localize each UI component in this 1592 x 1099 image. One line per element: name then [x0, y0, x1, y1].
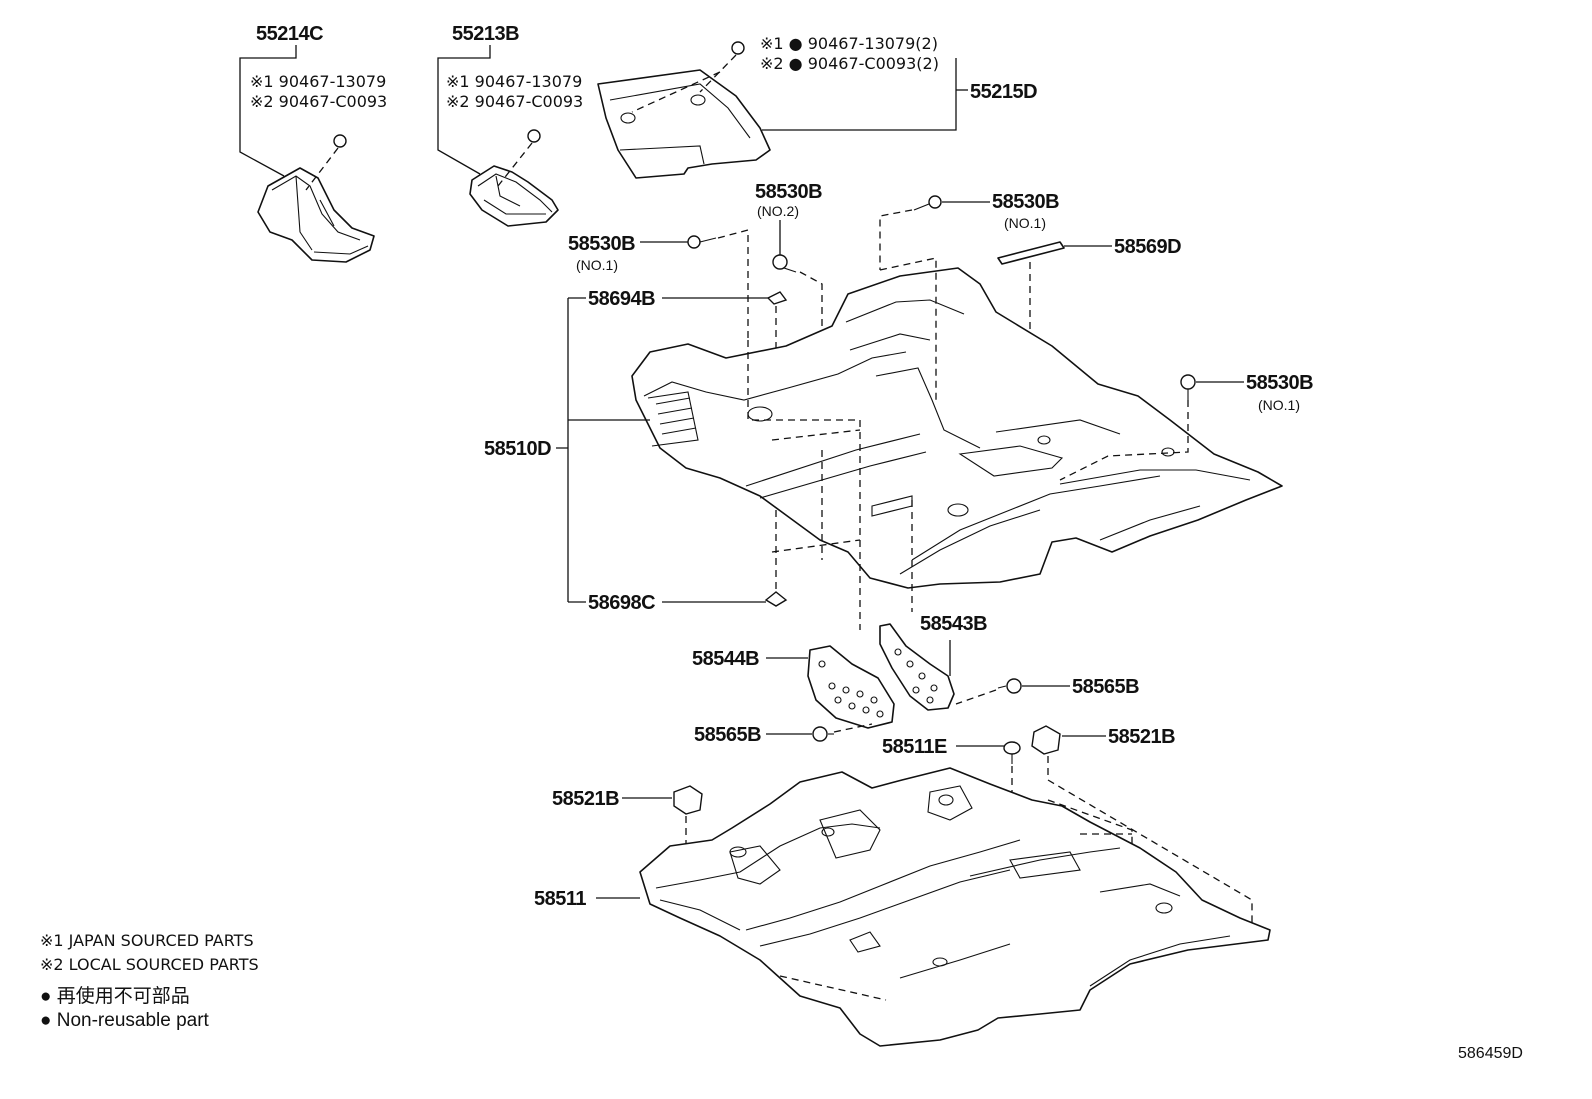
label-55215D: 55215D	[970, 81, 1037, 103]
clip-58565B-right	[997, 678, 1022, 694]
legend-local-sourced: ※2 LOCAL SOURCED PARTS	[40, 955, 259, 974]
label-58544B: 58544B	[692, 648, 759, 670]
sublabel-no2: (NO.2)	[757, 203, 799, 219]
label-55214C: 55214C	[256, 23, 323, 45]
label-58698C: 58698C	[588, 592, 655, 614]
part-55214C-cover	[257, 167, 375, 263]
clip-label-55215D-1: ※1 ● 90467-13079(2)	[760, 34, 938, 53]
label-58510D: 58510D	[484, 438, 551, 460]
label-58530B-no1-top: 58530B	[992, 191, 1059, 213]
clip-icon	[333, 134, 347, 148]
clip-label-55215D-2: ※2 ● 90467-C0093(2)	[760, 54, 939, 73]
sublabel-no1-right: (NO.1)	[1258, 397, 1300, 413]
diagram-reference-code: 586459D	[1458, 1045, 1523, 1062]
label-58543B: 58543B	[920, 613, 987, 635]
legend-japan-sourced: ※1 JAPAN SOURCED PARTS	[40, 931, 254, 950]
clip-58521B-right	[1031, 725, 1061, 755]
screw-58530B-no1-right	[1180, 374, 1196, 400]
fastener-58698C	[764, 591, 788, 607]
legend-nonreusable-jp: ● 再使用不可部品	[40, 985, 190, 1007]
label-58511E: 58511E	[882, 736, 947, 758]
label-58694B: 58694B	[588, 288, 655, 310]
part-58511-carpet	[639, 767, 1271, 1047]
label-58521B-left: 58521B	[552, 788, 619, 810]
clip-icon	[731, 41, 745, 55]
clip-icon	[527, 129, 541, 143]
label-58530B-no1-right: 58530B	[1246, 372, 1313, 394]
label-58565B-right: 58565B	[1072, 676, 1139, 698]
part-55213B-cover	[469, 165, 559, 227]
clip-58521B-left	[673, 785, 703, 815]
part-58544B-panel	[807, 645, 895, 729]
label-58521B-right: 58521B	[1108, 726, 1175, 748]
screw-58530B-no2	[772, 254, 797, 273]
clip-label-55213B-1: ※1 90467-13079	[446, 72, 582, 91]
fastener-58694B	[766, 291, 788, 305]
legend-nonreusable-en: ● Non-reusable part	[40, 1010, 210, 1031]
part-58569D-strip	[997, 241, 1065, 265]
label-58569D: 58569D	[1114, 236, 1181, 258]
part-58543B-panel	[879, 623, 955, 711]
label-58565B-left: 58565B	[694, 724, 761, 746]
clip-58511E	[1003, 741, 1021, 764]
part-55215D-cover	[597, 69, 771, 179]
label-58511: 58511	[534, 888, 586, 910]
clip-58565B-left	[812, 726, 834, 742]
part-58510D-carpet	[631, 267, 1283, 589]
screw-58530B-no1-top	[913, 195, 942, 211]
sublabel-no1-left: (NO.1)	[576, 257, 618, 273]
label-55213B: 55213B	[452, 23, 519, 45]
screw-58530B-no1-left	[687, 235, 717, 249]
clip-label-55213B-2: ※2 90467-C0093	[446, 92, 583, 111]
clip-label-55214C-1: ※1 90467-13079	[250, 72, 386, 91]
clip-label-55214C-2: ※2 90467-C0093	[250, 92, 387, 111]
label-58530B-no1-left: 58530B	[568, 233, 635, 255]
sublabel-no1-top: (NO.1)	[1004, 215, 1046, 231]
label-58530B-no2: 58530B	[755, 181, 822, 203]
